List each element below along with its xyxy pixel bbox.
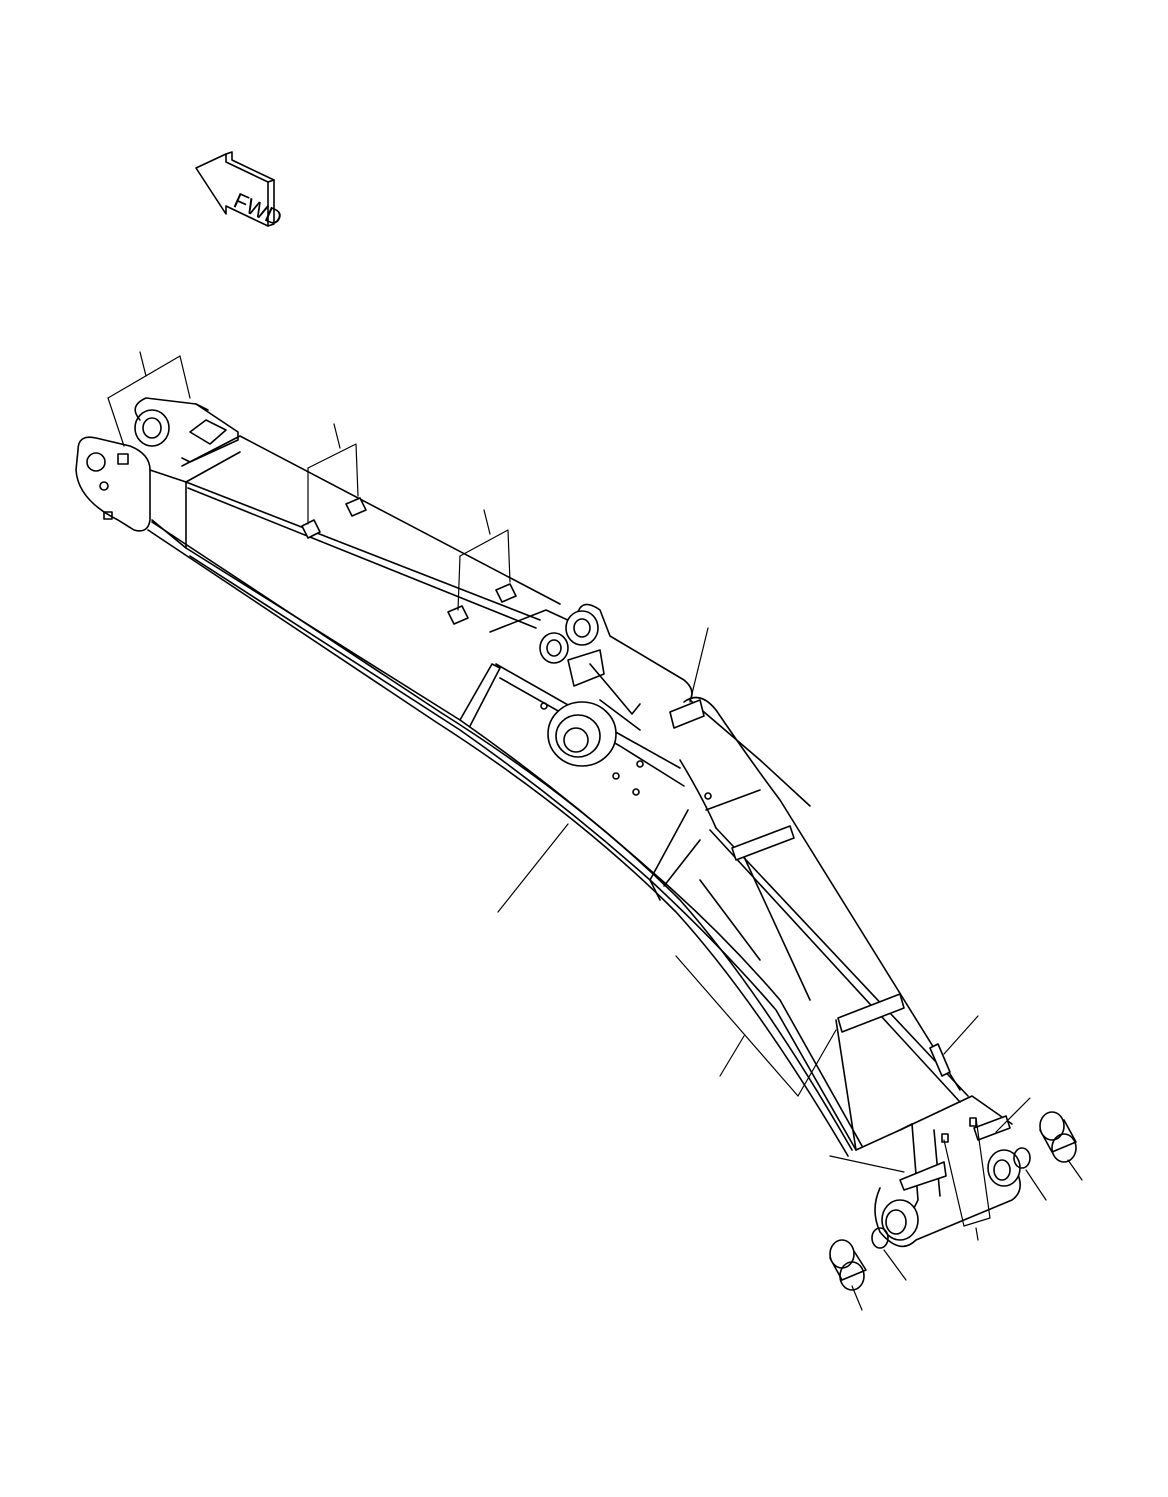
ring-right [1013,1147,1031,1169]
leader-lines [107,351,1083,1311]
bushing-left [829,1239,867,1291]
boom-clamps [301,497,1011,1191]
ring-left [871,1227,889,1249]
boom-body [75,397,1021,1248]
bushing-right [1039,1111,1077,1163]
fwd-arrow-icon: FWD [195,151,286,231]
